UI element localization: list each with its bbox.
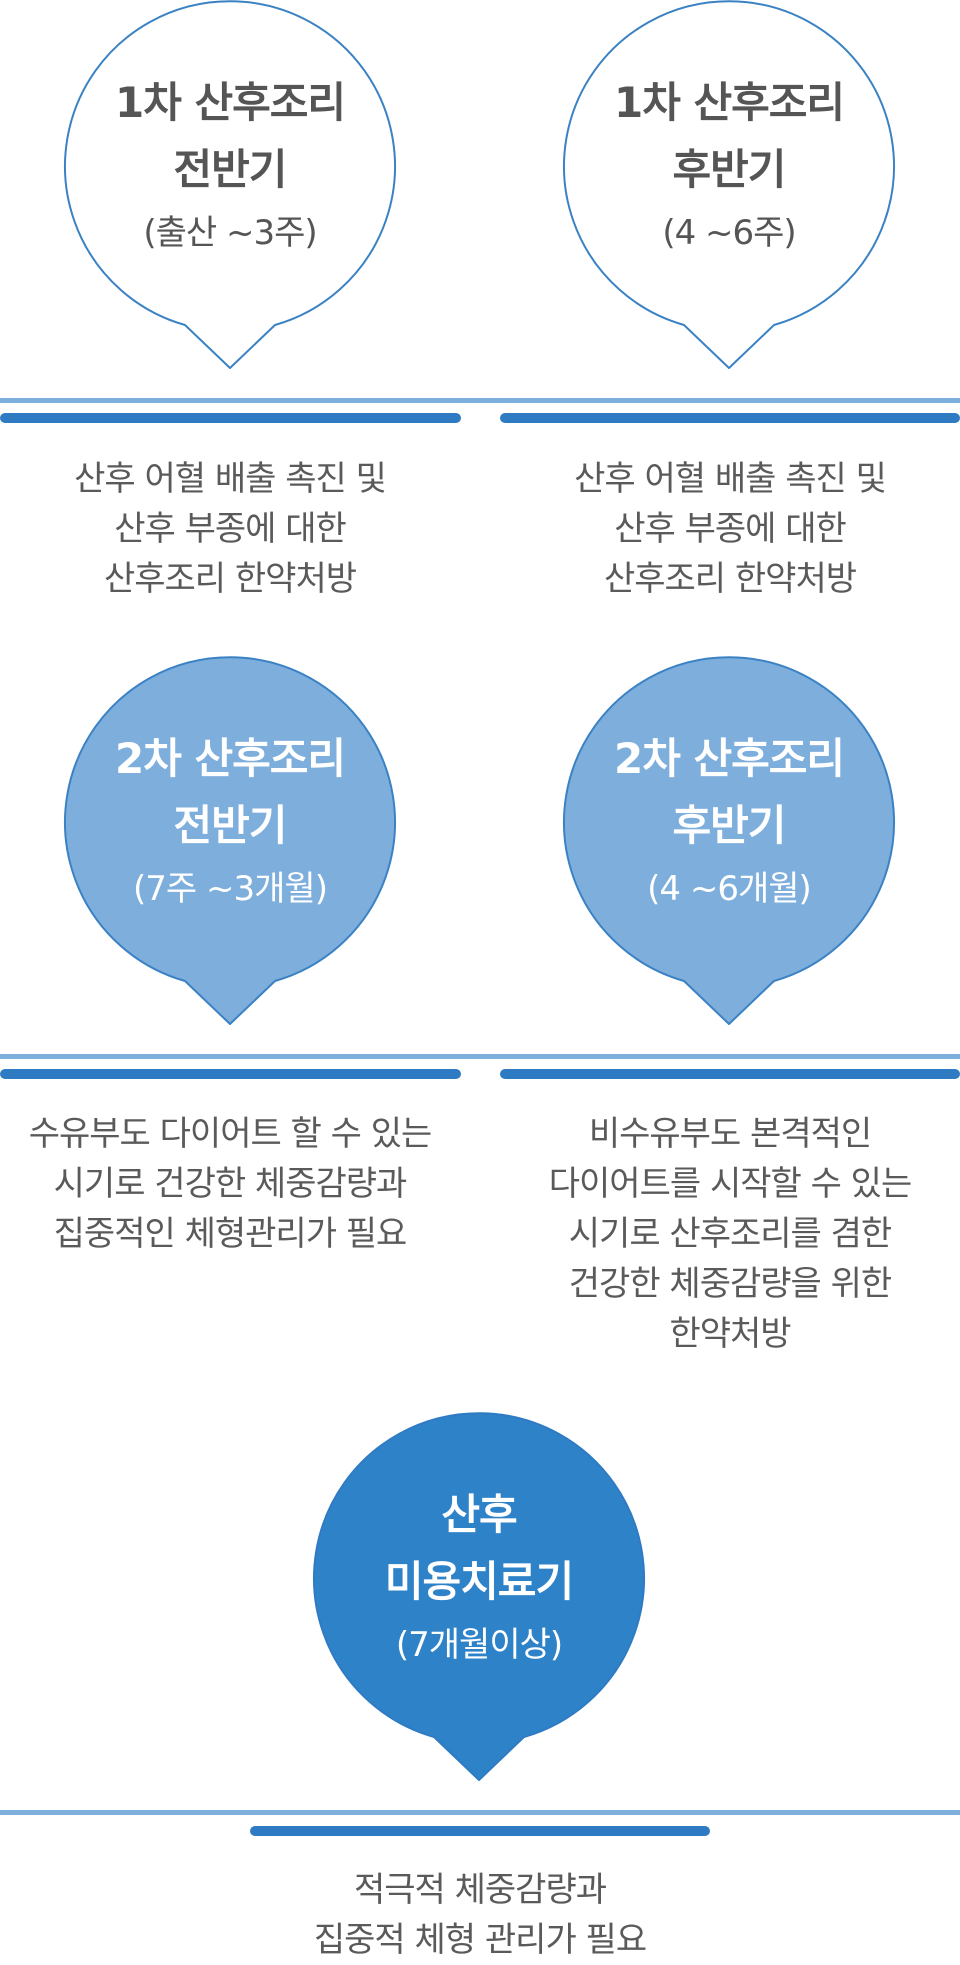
stage-title: 2차 산후조리 전반기 (114, 734, 346, 850)
stage-period: (7주 ~3개월) (133, 869, 328, 909)
stage-period: (4 ~6주) (662, 213, 796, 253)
speech-bubble-shape (64, 0, 396, 369)
speech-bubble-shape (313, 1412, 645, 1781)
speech-bubble-shape (64, 656, 396, 1025)
timeline-bar-right (500, 413, 960, 423)
stage-bubble-cosmetic: 산후 미용치료기 (7개월이상) (313, 1412, 645, 1782)
stage-description: 수유부도 다이어트 할 수 있는 시기로 건강한 체중감량과 집중적인 체형관리… (28, 1114, 433, 1254)
timeline-bar-left (0, 1069, 461, 1079)
stage-title: 1차 산후조리 후반기 (613, 78, 845, 194)
stage-description: 비수유부도 본격적인 다이어트를 시작할 수 있는 시기로 산후조리를 겸한 건… (548, 1114, 913, 1354)
stage-period: (7개월이상) (395, 1625, 563, 1665)
stage-bubble-1st-late: 1차 산후조리 후반기 (4 ~6주) (563, 0, 895, 370)
stage-description: 산후 어혈 배출 촉진 및 산후 부종에 대한 산후조리 한약처방 (574, 459, 887, 599)
stage-title: 산후 미용치료기 (384, 1490, 574, 1606)
stage-description: 적극적 체중감량과 집중적 체형 관리가 필요 (313, 1870, 647, 1960)
timeline-bar-center (250, 1826, 710, 1836)
timeline-divider (0, 1054, 960, 1059)
timeline-bar-right (500, 1069, 960, 1079)
stage-bubble-1st-early: 1차 산후조리 전반기 (출산 ~3주) (64, 0, 396, 370)
stage-bubble-2nd-late: 2차 산후조리 후반기 (4 ~6개월) (563, 656, 895, 1026)
stage-bubble-2nd-early: 2차 산후조리 전반기 (7주 ~3개월) (64, 656, 396, 1026)
stage-title: 2차 산후조리 후반기 (613, 734, 845, 850)
timeline-divider (0, 398, 960, 403)
stage-period: (4 ~6개월) (647, 869, 812, 909)
speech-bubble-shape (563, 656, 895, 1025)
stage-description: 산후 어혈 배출 촉진 및 산후 부종에 대한 산후조리 한약처방 (74, 459, 387, 599)
timeline-bar-left (0, 413, 461, 423)
stage-title: 1차 산후조리 전반기 (114, 78, 346, 194)
stage-period: (출산 ~3주) (143, 213, 317, 253)
timeline-divider (0, 1810, 960, 1815)
speech-bubble-shape (563, 0, 895, 369)
